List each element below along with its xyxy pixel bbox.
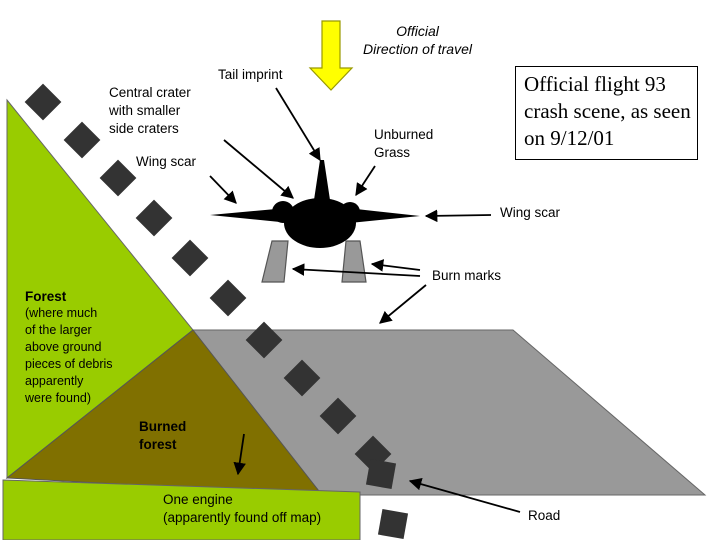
direction-arrow [308,20,354,91]
burn-mark-right [341,240,367,283]
burn-marks-label: Burn marks [432,268,502,283]
engine-label: One engine (apparently found off map) [163,491,321,527]
burned-forest-line-1: Burned [139,419,187,434]
burn-marks-arrow-2 [370,259,421,272]
forest-note-label: (where much of the larger above ground p… [25,305,113,407]
forest-note-line-4: pieces of debris [25,357,113,371]
direction-line-2: Direction of travel [363,41,472,57]
central-crater-line-2: with smaller [109,103,181,118]
aircraft-silhouette [210,160,420,248]
forest-note-line-2: of the larger [25,323,92,337]
forest-note-line-5: apparently [25,374,84,388]
unburned-grass-label: Unburned Grass [374,126,433,162]
wing-scar-left-arrow [209,175,237,204]
engine-line-1: One engine [163,492,233,507]
wing-scar-right-arrow [424,209,492,223]
engine-strip [2,479,361,540]
tail-imprint-arrow [275,87,321,162]
burned-forest-line-2: forest [139,437,177,452]
burn-marks-arrow-3 [379,284,427,324]
central-crater-label: Central crater with smaller side craters [109,84,191,138]
unburned-grass-line-1: Unburned [374,127,434,142]
unburned-grass-arrow [355,165,376,197]
burn-marks-arrow-1 [291,263,421,277]
tail-imprint-label: Tail imprint [218,67,283,82]
burned-forest-label: Burned forest [139,418,186,454]
forest-note-line-6: were found) [25,391,92,405]
road-label: Road [528,508,561,523]
wing-scar-left-label: Wing scar [136,154,197,169]
engine-arrow [233,433,246,476]
direction-label: Official Direction of travel [350,22,485,58]
forest-title-label: Forest [25,289,67,304]
central-crater-line-1: Central crater [109,85,191,100]
title-box: Official flight 93 crash scene, as seen … [515,66,698,160]
wing-scar-right-label: Wing scar [500,205,561,220]
central-crater-arrow [223,139,294,199]
engine-line-2: (apparently found off map) [163,510,322,525]
forest-note-line-1: (where much [25,306,98,320]
forest-note-line-3: above ground [25,340,102,354]
burn-mark-left [261,240,289,283]
unburned-grass-line-2: Grass [374,145,411,160]
pointer-arrows [209,87,521,513]
direction-line-1: Official [396,23,439,39]
road-arrow [408,478,521,513]
central-crater-line-3: side craters [109,121,179,136]
